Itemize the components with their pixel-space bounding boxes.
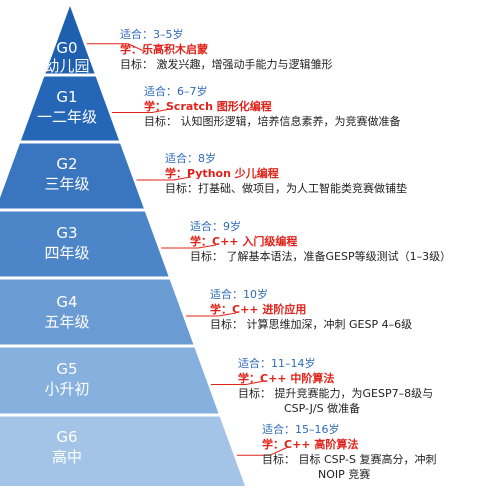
connector-line-g6 [236,446,289,456]
age-g1: 适合：6–7岁 [144,85,208,98]
connector-line-g3 [161,244,217,249]
tier-code-g3: G3 [56,224,78,242]
tier-grade-g3: 四年级 [44,244,90,262]
pyramid-tier-g3 [0,211,169,277]
goal-g1: 目标： 认知图形逻辑，培养信息素养，为竞赛做准备 [144,115,401,128]
tier-grade-g6: 高中 [51,448,82,466]
age-g5: 适合：11–14岁 [238,357,316,370]
pyramid-tier-g6 [0,416,245,486]
tier-code-g0: G0 [56,39,78,57]
info-g4: 适合：10岁 学：C++ 进阶应用 目标： 计算思维加深，冲刺 GESP 4–6… [210,287,412,332]
tier-grade-g1: 一二年级 [36,108,97,126]
info-g5: 适合：11–14岁 学：C++ 中阶算法 目标： 提升竞赛能力，为GESP7–8… [238,356,433,416]
tier-code-g4: G4 [56,293,78,311]
tier-code-g1: G1 [56,88,78,106]
pyramid-tier-g1 [20,76,120,141]
learn-g4: 学：C++ 进阶应用 [210,303,307,316]
pyramid-tier-g5 [0,347,219,414]
age-g4: 适合：10岁 [210,288,268,301]
learn-g6: 学：C++ 高阶算法 [262,438,359,451]
age-g2: 适合：8岁 [165,152,216,165]
info-g6: 适合：15–16岁 学：C++ 高阶算法 目标： 目标 CSP-S 复赛高分，冲… [262,422,437,482]
connector-line-g1 [111,108,171,113]
pyramid-tier-g4 [0,279,194,345]
tier-code-g6: G6 [56,428,78,446]
goal-g3: 目标： 了解基本语法，准备GESP等级测试（1–3级） [190,250,452,263]
tier-grade-g4: 五年级 [44,313,90,331]
age-g3: 适合：9岁 [190,220,241,233]
info-g3: 适合：9岁 学：C++ 入门级编程 目标： 了解基本语法，准备GESP等级测试（… [190,219,451,264]
goal-g6: 目标： 目标 CSP-S 复赛高分，冲刺 [262,453,437,466]
goal-g2: 目标：打基础、做项目，为人工智能类竞赛做铺垫 [165,182,407,195]
tier-code-g5: G5 [56,360,78,378]
tier-code-g2: G2 [56,155,78,173]
tier-grade-g5: 小升初 [44,380,90,398]
tier-grade-g2: 三年级 [44,175,90,193]
info-g2: 适合：8岁 学：Python 少儿编程 目标：打基础、做项目，为人工智能类竞赛做… [165,151,407,196]
goal-g6-cont: NOIP 竞赛 [318,468,371,481]
learn-g2: 学：Python 少儿编程 [165,167,279,180]
learn-g5: 学：C++ 中阶算法 [238,372,335,385]
age-g6: 适合：15–16岁 [262,423,340,436]
goal-g5-cont: CSP-J/S 做准备 [284,402,361,415]
goal-g5: 目标： 提升竞赛能力，为GESP7–8级与 [238,387,434,400]
age-g0: 适合：3–5岁 [120,28,184,41]
tier-grade-g0: 幼儿园 [44,57,90,75]
connector-line-g0 [86,43,147,53]
info-g1: 适合：6–7岁 学：Scratch 图形化编程 目标： 认知图形逻辑，培养信息素… [144,84,401,129]
goal-g0: 目标： 激发兴趣，增强动手能力与逻辑雏形 [120,58,333,71]
learn-g3: 学：C++ 入门级编程 [190,235,298,248]
connector-line-g4 [186,312,237,317]
info-g0: 适合：3–5岁 学：乐高积木启蒙 目标： 激发兴趣，增强动手能力与逻辑雏形 [120,27,333,72]
connector-line-g5 [210,380,265,385]
pyramid-tier-g2 [0,143,144,209]
connector-line-g2 [136,176,192,181]
pyramid-tier-g0 [45,6,95,74]
learn-g1: 学：Scratch 图形化编程 [144,100,272,113]
goal-g4: 目标： 计算思维加深，冲刺 GESP 4–6级 [210,318,413,331]
learn-g0: 学：乐高积木启蒙 [120,43,208,56]
